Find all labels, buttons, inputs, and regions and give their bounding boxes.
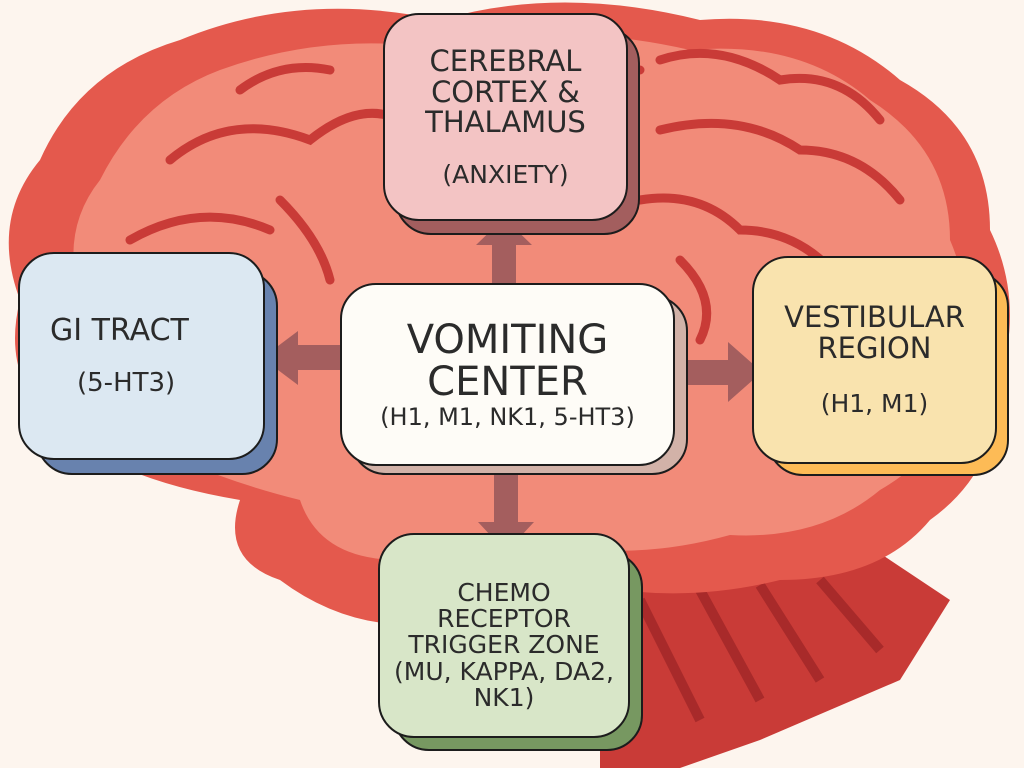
node-center-receptors: (H1, M1, NK1, 5-HT3) (380, 402, 635, 431)
node-ctz-card: CHEMO RECEPTOR TRIGGER ZONE (MU, KAPPA, … (378, 533, 630, 738)
arrow-right-to-vestibular (680, 342, 762, 402)
arrow-up-to-cortex (476, 218, 532, 290)
node-ctz: CHEMO RECEPTOR TRIGGER ZONE (MU, KAPPA, … (378, 533, 658, 763)
node-vestibular-receptors: (H1, M1) (820, 389, 929, 419)
brain-stem (600, 540, 950, 768)
node-cortex-card: CEREBRAL CORTEX & THALAMUS (ANXIETY) (383, 13, 628, 221)
arrow-left-to-gi (262, 331, 345, 385)
node-gi-title: GI TRACT (50, 312, 189, 348)
node-cortex: CEREBRAL CORTEX & THALAMUS (ANXIETY) (383, 13, 643, 238)
node-ctz-title: CHEMO RECEPTOR TRIGGER ZONE (MU, KAPPA, … (394, 577, 614, 712)
node-cortex-title: CEREBRAL CORTEX & THALAMUS (425, 44, 586, 140)
cerebellum-stripes (635, 576, 884, 723)
node-gi-card: GI TRACT (5-HT3) (18, 252, 265, 460)
node-center-card: VOMITING CENTER (H1, M1, NK1, 5-HT3) (340, 283, 675, 466)
node-vestibular-title: VESTIBULAR REGION (784, 300, 965, 365)
node-gi: GI TRACT (5-HT3) (18, 252, 280, 477)
node-center-title: VOMITING CENTER (406, 316, 609, 405)
node-vestibular-card: VESTIBULAR REGION (H1, M1) (752, 256, 997, 464)
node-vestibular: VESTIBULAR REGION (H1, M1) (752, 256, 1014, 481)
arrow-down-to-ctz (478, 470, 534, 552)
node-cortex-receptors: (ANXIETY) (442, 159, 569, 189)
node-gi-receptors: (5-HT3) (77, 368, 176, 399)
node-center: VOMITING CENTER (H1, M1, NK1, 5-HT3) (340, 283, 690, 479)
